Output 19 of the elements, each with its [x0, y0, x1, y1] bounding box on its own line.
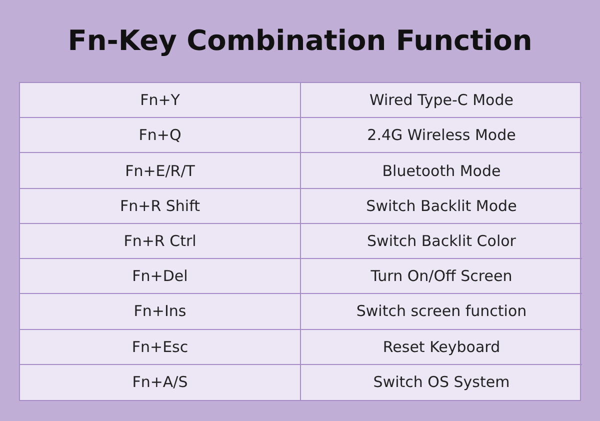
title: Fn-Key Combination Function [66, 24, 534, 57]
key-combination: Fn+Esc [20, 330, 301, 365]
key-combination: Fn+A/S [20, 364, 301, 400]
function-description: Reset Keyboard [301, 330, 582, 365]
key-combination: Fn+E/R/T [20, 153, 301, 189]
function-description: Switch OS System [372, 372, 511, 394]
function-description: Bluetooth Mode [301, 153, 582, 189]
function-description: Switch Backlit Color [301, 224, 582, 260]
function-description: Switch Backlit Mode [301, 188, 582, 224]
key-combination: Fn+Ins [20, 294, 301, 330]
key-combination: Fn+Y [20, 83, 301, 118]
function-description: Turn On/Off Screen [301, 259, 582, 294]
key-combination: Fn+Q [20, 118, 301, 154]
function-description: Switch screen function [301, 294, 582, 330]
key-combination: Fn+R Shift [20, 188, 301, 224]
key-combination: Fn+R Ctrl [20, 224, 301, 260]
function-description: 2.4G Wireless Mode [301, 118, 582, 154]
key-combination: Fn+Del [20, 259, 301, 294]
function-description: Wired Type-C Mode [301, 83, 582, 118]
